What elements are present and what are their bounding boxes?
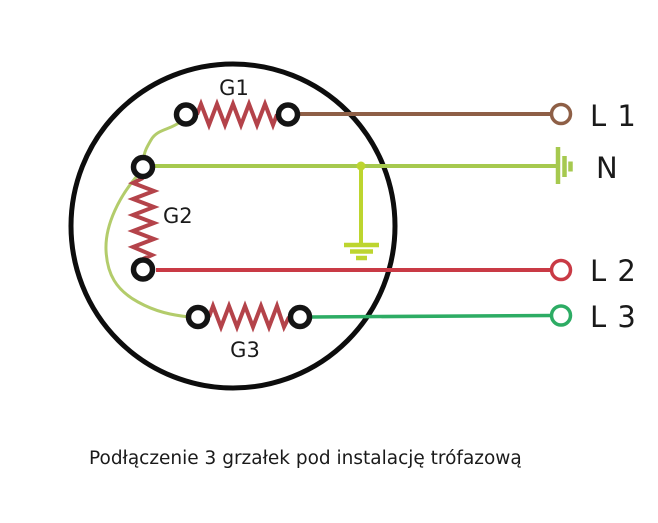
terminal-g3-left <box>185 304 211 330</box>
terminal-l2-group: L 2 <box>549 254 637 288</box>
heater-g2-label: G2 <box>163 204 193 228</box>
terminal-l3 <box>549 304 573 327</box>
heater-g3-resistor <box>207 300 291 333</box>
label-l2: L 2 <box>590 254 637 288</box>
wire-l3 <box>310 313 552 319</box>
terminal-g1-left <box>173 102 199 127</box>
label-n: N <box>596 151 619 185</box>
diagram-caption: Podłączenie 3 grzałek pod instalację tró… <box>89 448 522 469</box>
heater-g3: G3 <box>185 300 313 362</box>
heater-g1-label: G1 <box>219 76 249 100</box>
terminal-l3-group: L 3 <box>549 300 637 334</box>
terminal-g3-right <box>287 304 313 330</box>
terminal-l1-group: L 1 <box>549 99 637 133</box>
heater-g1-resistor <box>195 98 279 131</box>
wire-g1-g2-link <box>142 120 181 159</box>
wire-g2-g3-link <box>104 175 190 319</box>
terminal-l2 <box>549 258 573 282</box>
terminal-l1 <box>549 102 573 126</box>
heater-g2-resistor <box>127 176 160 261</box>
terminal-g1-right <box>275 102 301 127</box>
terminal-g2-bottom <box>130 257 156 282</box>
neutral-ground-symbol: N <box>555 147 619 185</box>
label-l1: L 1 <box>590 99 637 133</box>
label-l3: L 3 <box>590 300 637 334</box>
heater-body-circle <box>68 61 398 391</box>
earth-ground-symbol <box>344 161 379 261</box>
heater-g3-label: G3 <box>230 338 260 362</box>
heater-g1: G1 <box>173 76 301 131</box>
terminal-g2-top <box>130 154 156 180</box>
heater-g2: G2 <box>127 154 193 282</box>
